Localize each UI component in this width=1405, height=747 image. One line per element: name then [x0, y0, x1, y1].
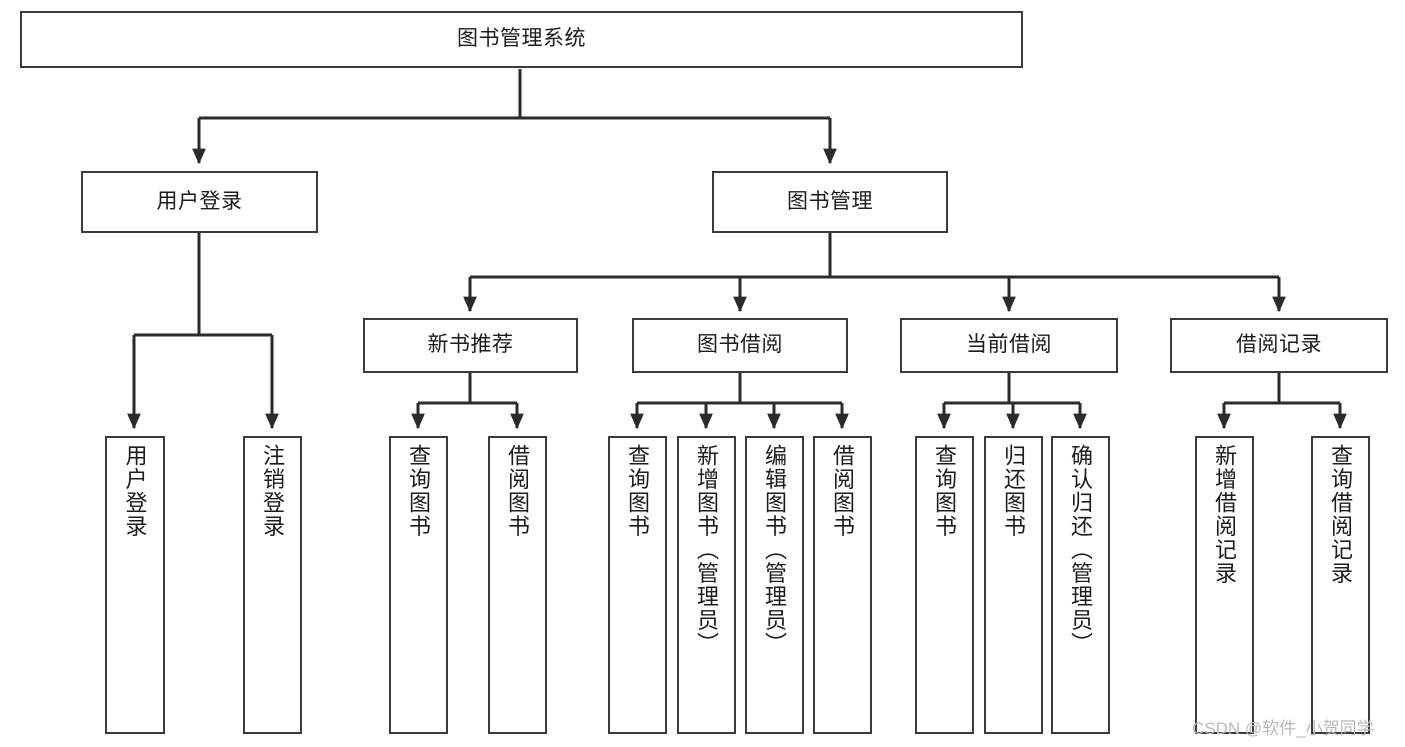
- node-book-management-label: 图书管理: [787, 189, 873, 213]
- node-leaf-logout-label: 注销登录: [260, 444, 286, 538]
- node-leaf-add-book-admin-label: 新增图书（管理员）: [694, 444, 720, 656]
- node-user-login-label: 用户登录: [156, 189, 243, 213]
- node-leaf-query-book-current[interactable]: 查询图书: [915, 436, 974, 734]
- node-new-book-recommend-label: 新书推荐: [427, 333, 514, 357]
- node-leaf-query-book-recommend[interactable]: 查询图书: [389, 436, 448, 734]
- node-leaf-add-borrow-record[interactable]: 新增借阅记录: [1195, 436, 1254, 734]
- node-leaf-query-borrow-record[interactable]: 查询借阅记录: [1311, 436, 1370, 734]
- node-current-borrow[interactable]: 当前借阅: [900, 318, 1118, 373]
- node-current-borrow-label: 当前借阅: [966, 333, 1052, 357]
- node-leaf-edit-book-admin[interactable]: 编辑图书（管理员）: [745, 436, 804, 734]
- node-leaf-confirm-return-admin-label: 确认归还（管理员）: [1068, 444, 1094, 656]
- node-borrow-record[interactable]: 借阅记录: [1170, 318, 1388, 373]
- node-leaf-query-book-borrow-label: 查询图书: [625, 444, 651, 538]
- node-leaf-user-login-label: 用户登录: [122, 444, 148, 538]
- node-root-book-management-system[interactable]: 图书管理系统: [20, 11, 1023, 68]
- node-leaf-return-book[interactable]: 归还图书: [984, 436, 1043, 734]
- node-leaf-query-borrow-record-label: 查询借阅记录: [1328, 444, 1354, 585]
- node-book-borrow[interactable]: 图书借阅: [632, 318, 848, 373]
- node-leaf-borrow-book[interactable]: 借阅图书: [813, 436, 872, 734]
- node-root-label: 图书管理系统: [457, 27, 586, 51]
- node-leaf-confirm-return-admin[interactable]: 确认归还（管理员）: [1051, 436, 1110, 734]
- node-book-management[interactable]: 图书管理: [712, 171, 948, 233]
- node-new-book-recommend[interactable]: 新书推荐: [363, 318, 578, 373]
- node-leaf-return-book-label: 归还图书: [1001, 444, 1027, 538]
- node-book-borrow-label: 图书借阅: [697, 333, 783, 357]
- node-borrow-record-label: 借阅记录: [1236, 333, 1322, 357]
- node-leaf-edit-book-admin-label: 编辑图书（管理员）: [762, 444, 788, 656]
- node-leaf-query-book-borrow[interactable]: 查询图书: [608, 436, 667, 734]
- node-leaf-borrow-book-recommend[interactable]: 借阅图书: [488, 436, 547, 734]
- node-leaf-borrow-book-recommend-label: 借阅图书: [505, 444, 531, 538]
- node-leaf-add-borrow-record-label: 新增借阅记录: [1212, 444, 1238, 585]
- node-leaf-logout[interactable]: 注销登录: [243, 436, 302, 734]
- node-leaf-user-login[interactable]: 用户登录: [105, 436, 165, 734]
- node-leaf-add-book-admin[interactable]: 新增图书（管理员）: [677, 436, 736, 734]
- node-user-login[interactable]: 用户登录: [81, 171, 318, 233]
- node-leaf-borrow-book-label: 借阅图书: [830, 444, 856, 538]
- node-leaf-query-book-recommend-label: 查询图书: [406, 444, 432, 538]
- node-leaf-query-book-current-label: 查询图书: [932, 444, 958, 538]
